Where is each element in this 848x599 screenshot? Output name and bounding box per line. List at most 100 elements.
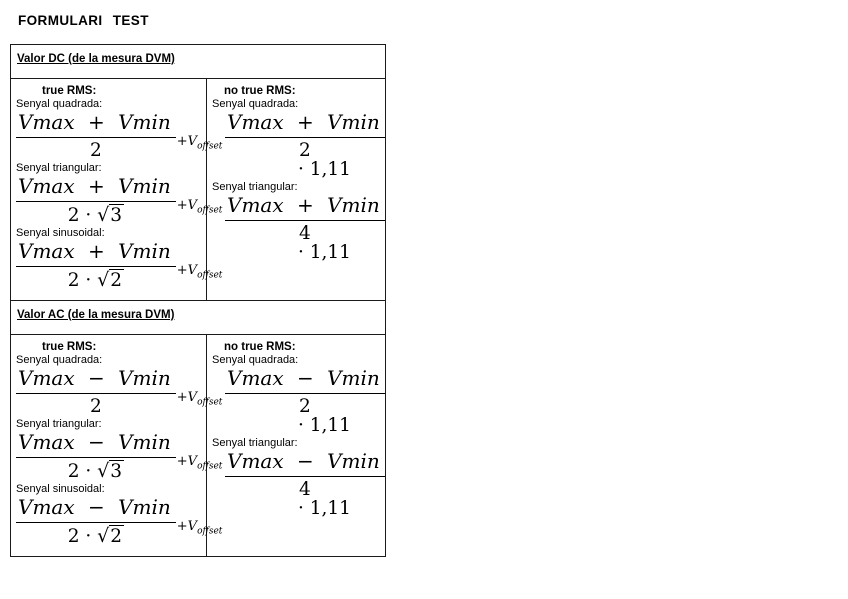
radical-icon: √ <box>97 204 110 226</box>
fraction-denominator: 2 <box>225 394 385 417</box>
offset-term: +Voffset <box>176 263 223 281</box>
column-heading: no true RMS: <box>224 341 296 353</box>
denominator-text: 4 <box>299 223 311 244</box>
fraction-numerator: Vmax + Vmin <box>225 110 385 138</box>
signal-label: Senyal quadrada: <box>16 98 103 110</box>
section-header: Valor AC (de la mesura DVM) <box>11 301 385 335</box>
denominator-text: 2 <box>299 396 311 417</box>
denominator-text: 2 · <box>67 526 98 547</box>
radical-icon: √ <box>97 460 110 482</box>
offset-term: +Voffset <box>176 454 223 472</box>
signal-label: Senyal triangular: <box>16 418 102 430</box>
offset-subscript: offset <box>197 461 223 472</box>
fraction-denominator: 2 · √3 <box>16 458 176 482</box>
section-header: Valor DC (de la mesura DVM) <box>11 45 385 79</box>
signal-label: Senyal triangular: <box>212 181 298 193</box>
fraction-numerator: Vmax − Vmin <box>225 449 385 477</box>
fraction-denominator: 4 <box>225 221 385 244</box>
denominator-text: 2 <box>299 140 311 161</box>
section-title: Valor AC (de la mesura DVM) <box>17 309 175 321</box>
radicand: 2 <box>109 269 125 291</box>
fraction-denominator: 2 <box>225 138 385 161</box>
fraction-numerator: Vmax − Vmin <box>225 366 385 394</box>
offset-subscript: offset <box>197 141 223 152</box>
fraction-denominator: 2 · √2 <box>16 267 176 291</box>
signal-label: Senyal sinusoidal: <box>16 227 105 239</box>
section-title: Valor DC (de la mesura DVM) <box>17 53 175 65</box>
denominator-text: 2 · <box>67 270 98 291</box>
signal-label: Senyal quadrada: <box>212 354 299 366</box>
multiplier-term: · 1,11 <box>298 159 351 180</box>
multiplier-term: · 1,11 <box>298 242 351 263</box>
radical-icon: √ <box>97 269 110 291</box>
radicand: 2 <box>109 525 125 547</box>
multiplier-term: · 1,11 <box>298 498 351 519</box>
offset-term: +Voffset <box>176 133 223 152</box>
offset-term: +Voffset <box>176 198 223 216</box>
denominator-text: 2 <box>90 140 102 161</box>
radical-icon: √ <box>97 525 110 547</box>
fraction-denominator: 2 · √3 <box>16 202 176 226</box>
signal-label: Senyal triangular: <box>16 162 102 174</box>
offset-term: +Voffset <box>176 389 223 408</box>
offset-subscript: offset <box>197 270 223 281</box>
offset-subscript: offset <box>197 526 223 537</box>
fraction-numerator: Vmax − Vmin <box>16 495 176 523</box>
fraction-numerator: Vmax + Vmin <box>16 110 176 138</box>
denominator-text: 2 · <box>67 205 98 226</box>
fraction-numerator: Vmax − Vmin <box>16 430 176 458</box>
radicand: 3 <box>109 204 125 226</box>
signal-label: Senyal quadrada: <box>212 98 299 110</box>
fraction-denominator: 2 <box>16 394 176 417</box>
fraction-denominator: 2 · √2 <box>16 523 176 547</box>
fraction-numerator: Vmax + Vmin <box>16 174 176 202</box>
page-title: FORMULARI TEST <box>18 13 149 28</box>
radicand: 3 <box>109 460 125 482</box>
denominator-text: 2 · <box>67 461 98 482</box>
formula-table: Valor DC (de la mesura DVM)true RMS:Seny… <box>10 44 386 557</box>
signal-label: Senyal quadrada: <box>16 354 103 366</box>
denominator-text: 4 <box>299 479 311 500</box>
fraction-numerator: Vmax + Vmin <box>225 193 385 221</box>
signal-label: Senyal triangular: <box>212 437 298 449</box>
offset-term: +Voffset <box>176 519 223 537</box>
signal-label: Senyal sinusoidal: <box>16 483 105 495</box>
fraction-numerator: Vmax − Vmin <box>16 366 176 394</box>
column-heading: true RMS: <box>42 341 97 353</box>
column-heading: true RMS: <box>42 85 97 97</box>
offset-subscript: offset <box>197 397 223 408</box>
multiplier-term: · 1,11 <box>298 415 351 436</box>
offset-subscript: offset <box>197 205 223 216</box>
column-heading: no true RMS: <box>224 85 296 97</box>
fraction-denominator: 4 <box>225 477 385 500</box>
